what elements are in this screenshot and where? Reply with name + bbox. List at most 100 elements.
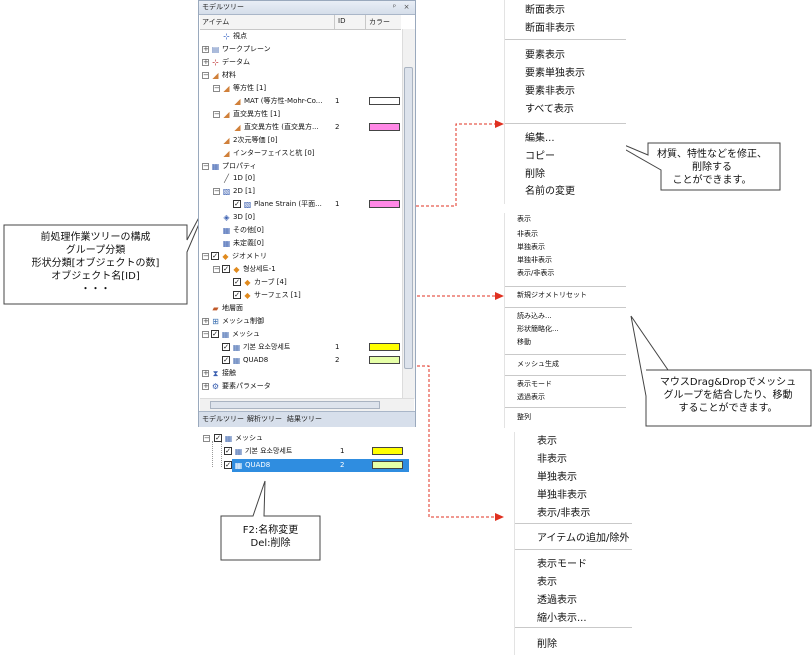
collapse-icon[interactable]: − [202, 252, 209, 261]
color-swatch[interactable] [369, 200, 400, 209]
visibility-checkbox[interactable]: ✓ [224, 461, 232, 469]
menu-item[interactable]: 表示/非表示 [537, 508, 591, 519]
tree-row[interactable]: ⊹視点 [199, 30, 402, 43]
tree-row[interactable]: ✓◆カーブ [4] [199, 276, 402, 289]
visibility-checkbox[interactable]: ✓ [211, 329, 219, 338]
expand-icon[interactable]: + [202, 368, 209, 377]
menu-item[interactable]: メッシュ生成 [517, 360, 559, 368]
tree-row[interactable]: ╱1D [0] [199, 172, 402, 185]
menu-item[interactable]: 形状簡略化... [517, 325, 559, 333]
collapse-icon[interactable]: − [213, 187, 220, 196]
visibility-checkbox[interactable]: ✓ [214, 434, 222, 442]
column-header-color[interactable]: カラー [369, 18, 390, 26]
visibility-checkbox[interactable]: ✓ [233, 278, 241, 287]
menu-item[interactable]: 移動 [517, 338, 531, 346]
tree-row[interactable]: +▤ワークプレーン [199, 43, 402, 56]
menu-item[interactable]: アイテムの追加/除外 [537, 533, 630, 544]
menu-item[interactable]: 整列 [517, 413, 531, 421]
collapse-icon[interactable]: − [203, 434, 210, 442]
color-swatch[interactable] [369, 355, 400, 364]
tree-row[interactable]: −▦プロパティ [199, 160, 402, 173]
menu-item[interactable]: 削除 [537, 639, 557, 650]
close-icon[interactable]: × [403, 3, 410, 11]
color-swatch[interactable] [372, 461, 403, 469]
visibility-checkbox[interactable]: ✓ [233, 200, 241, 209]
menu-item[interactable]: 透過表示 [517, 393, 545, 401]
tree-row[interactable]: ✓▧Plane Strain (平面...1 [199, 198, 402, 211]
tree-row[interactable]: ◢2次元等価 [0] [199, 134, 402, 147]
menu-item[interactable]: 要素表示 [525, 50, 565, 61]
tree-row[interactable]: ✓◆サーフェス [1] [199, 289, 402, 302]
menu-item[interactable]: 非表示 [517, 230, 538, 238]
tree-row[interactable]: +⊹データム [199, 56, 402, 69]
tab-result-tree[interactable]: 結果ツリー [287, 415, 322, 423]
tree-row[interactable]: −▧2D [1] [199, 185, 402, 198]
tree-row[interactable]: −◢直交異方性 [1] [199, 108, 402, 121]
tree-row[interactable]: ▦未定義[0] [199, 237, 402, 250]
menu-item[interactable]: 単独表示 [537, 472, 577, 483]
menu-item[interactable]: 名前の変更 [525, 186, 575, 197]
horizontal-scrollbar[interactable] [200, 398, 414, 411]
menu-item[interactable]: すべて表示 [525, 104, 574, 115]
visibility-checkbox[interactable]: ✓ [222, 265, 230, 274]
tree-row[interactable]: −✓◆형상세트-1 [199, 263, 402, 276]
collapse-icon[interactable]: − [202, 329, 209, 338]
visibility-checkbox[interactable]: ✓ [222, 355, 230, 364]
menu-item[interactable]: 要素単独表示 [525, 68, 585, 79]
menu-item[interactable]: 表示/非表示 [517, 269, 555, 277]
tree-row[interactable]: ◈3D [0] [199, 211, 402, 224]
collapse-icon[interactable]: − [202, 70, 209, 79]
color-swatch[interactable] [369, 342, 400, 351]
tree-row[interactable]: −✓▦メッシュ [199, 328, 402, 341]
menu-item[interactable]: 透過表示 [537, 595, 577, 606]
expand-icon[interactable]: + [202, 381, 209, 390]
column-header-id[interactable]: ID [338, 17, 346, 25]
menu-item[interactable]: 要素非表示 [525, 86, 575, 97]
tree-row[interactable]: +⊞メッシュ制御 [199, 315, 402, 328]
vertical-scroll-thumb[interactable] [404, 67, 413, 369]
expand-icon[interactable]: + [202, 57, 209, 66]
menu-item[interactable]: 表示モード [517, 380, 552, 388]
tree-row[interactable]: ◢直交異方性 (直交異方...2 [199, 121, 402, 134]
tree-row[interactable]: ◢インターフェイスと杭 [0] [199, 147, 402, 160]
tree-row[interactable]: −✓◆ジオメトリ [199, 250, 402, 263]
menu-item[interactable]: コピー [525, 151, 555, 162]
tree-row[interactable]: −◢材料 [199, 69, 402, 82]
menu-item[interactable]: 縮小表示... [537, 613, 587, 624]
column-header-item[interactable]: アイテム [202, 18, 230, 26]
pin-icon[interactable]: ᵖ [393, 3, 396, 11]
list-item[interactable]: − ✓ ▦ メッシュ [201, 432, 411, 445]
expand-icon[interactable]: + [202, 316, 209, 325]
tree-row[interactable]: −◢等方性 [1] [199, 82, 402, 95]
visibility-checkbox[interactable]: ✓ [211, 252, 219, 261]
menu-item[interactable]: 単独表示 [517, 243, 545, 251]
vertical-scrollbar[interactable] [402, 29, 415, 399]
tree-row[interactable]: +⚙要素パラメータ [199, 380, 402, 393]
menu-item[interactable]: 単独非表示 [537, 490, 587, 501]
color-swatch[interactable] [369, 96, 400, 105]
menu-item[interactable]: 単独非表示 [517, 256, 552, 264]
tree-row[interactable]: ▰地層面 [199, 302, 402, 315]
menu-item[interactable]: 断面非表示 [525, 23, 575, 34]
color-swatch[interactable] [372, 447, 403, 455]
tree-row[interactable]: ▦その他[0] [199, 224, 402, 237]
collapse-icon[interactable]: − [213, 265, 220, 274]
visibility-checkbox[interactable]: ✓ [233, 291, 241, 299]
color-swatch[interactable] [369, 122, 400, 131]
menu-item[interactable]: 断面表示 [525, 5, 565, 16]
menu-item[interactable]: 編集... [525, 133, 555, 144]
mesh-set-label[interactable]: QUAD8 [245, 461, 271, 469]
list-item[interactable]: ✓ ▦ 기본 요소망세트 1 [201, 445, 411, 458]
tab-model-tree[interactable]: モデルツリー [202, 415, 244, 423]
tree-row[interactable]: +⧗接触 [199, 367, 402, 380]
menu-item[interactable]: 表示 [517, 215, 531, 223]
collapse-icon[interactable]: − [202, 161, 209, 170]
expand-icon[interactable]: + [202, 44, 209, 53]
tab-analysis-tree[interactable]: 解析ツリー [247, 415, 282, 423]
list-item[interactable]: ✓ ▦ QUAD8 2 [201, 459, 411, 472]
visibility-checkbox[interactable]: ✓ [222, 342, 230, 351]
menu-item[interactable]: 非表示 [537, 454, 567, 465]
menu-item[interactable]: 表示 [537, 436, 557, 447]
